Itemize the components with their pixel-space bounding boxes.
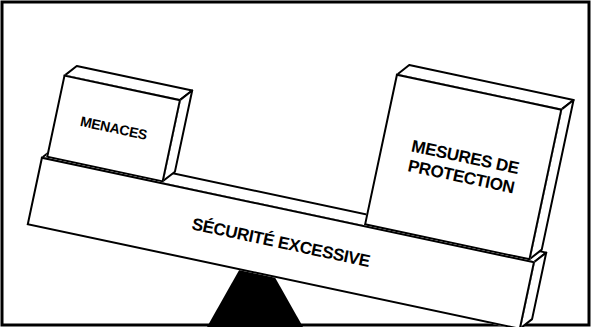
node-label: SÉCURITÉ EXCESSIVE	[190, 215, 372, 272]
node-label: MESURES DE PROTECTION	[388, 133, 539, 202]
node-label: MENACES	[79, 114, 149, 144]
seesaw: MENACES MESURES DE PROTECTION SÉCURITÉ EXC…	[22, 0, 572, 327]
